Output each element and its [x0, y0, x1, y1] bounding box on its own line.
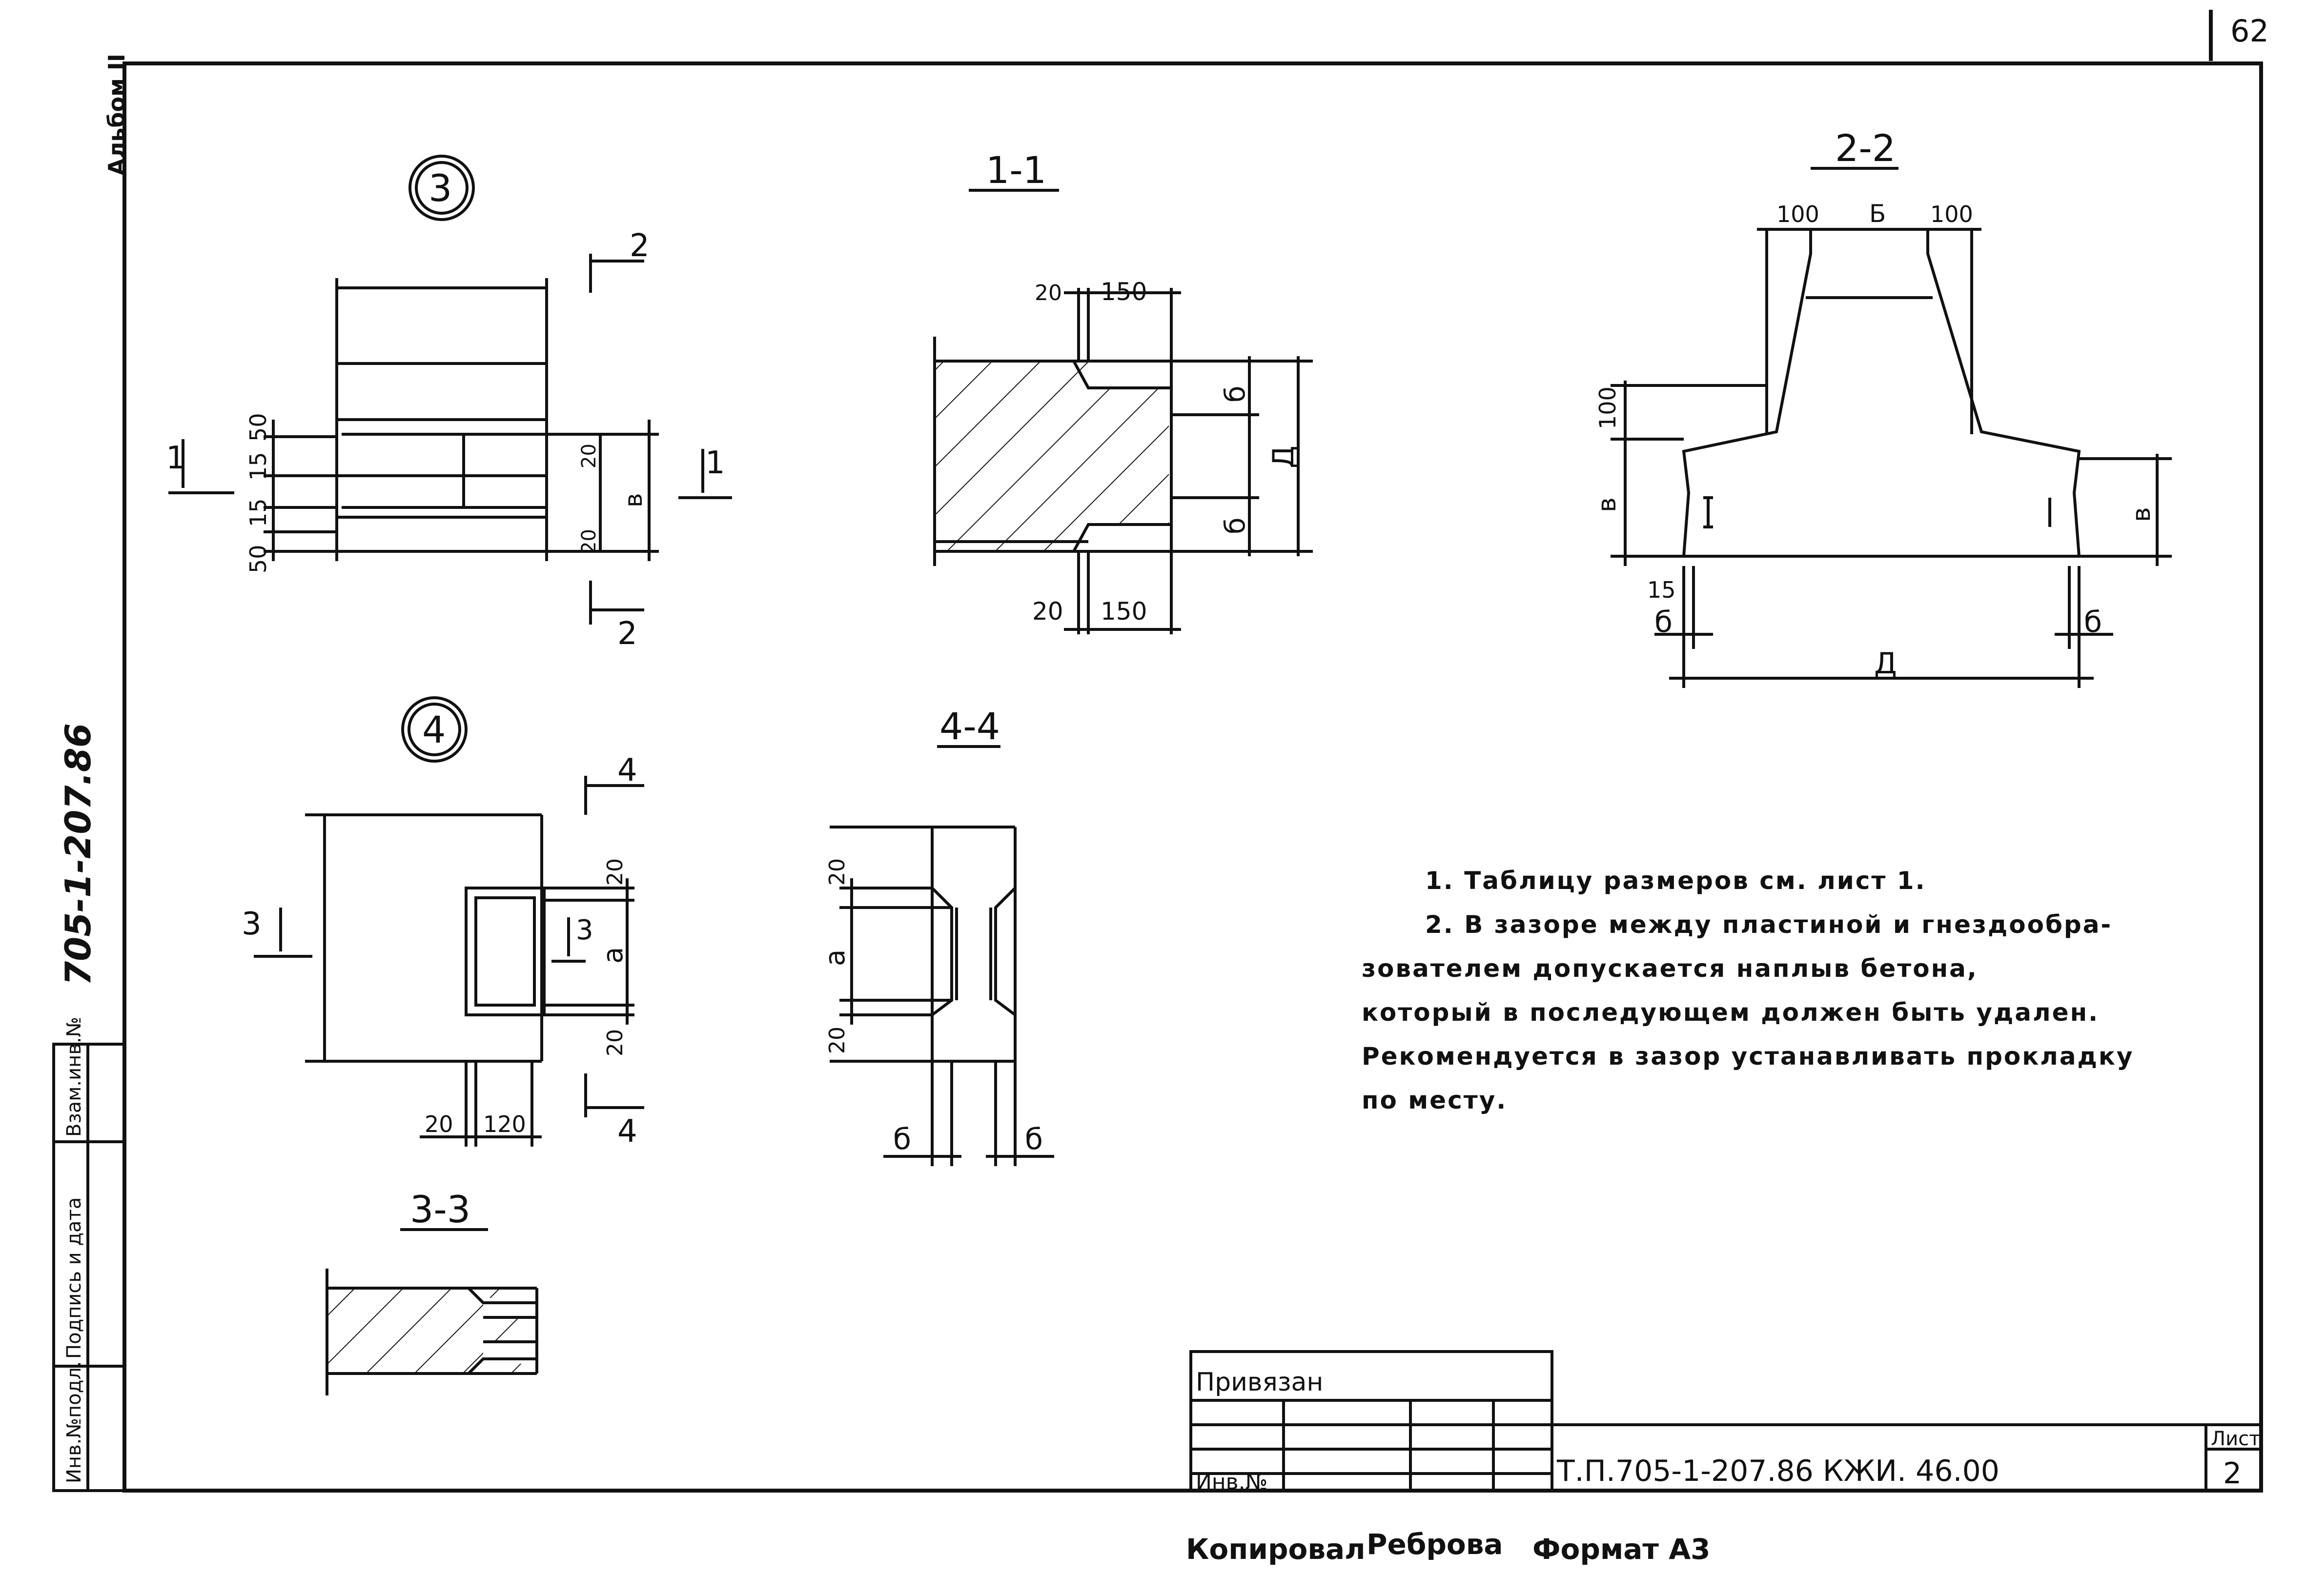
dim-20-4-horizontal: 20	[425, 1111, 453, 1137]
dim-a-4: а	[597, 947, 629, 964]
dim-150-1-1-bottom: 150	[1101, 597, 1147, 626]
note-line-1: 1. Таблицу размеров см. лист 1.	[1425, 867, 1926, 895]
note-line-2: 2. В зазоре между пластиной и гнездообра…	[1425, 910, 2113, 939]
dim-a-4-4: а	[819, 950, 851, 966]
cut-mark-1-left: 1	[166, 440, 186, 476]
note-line-3: зователем допускается наплыв бетона,	[1362, 954, 1978, 983]
dim-20-1-1-top: 20	[1035, 281, 1062, 305]
title-privyazan: Привязан	[1196, 1368, 1323, 1397]
footer-format: Формат А3	[1532, 1533, 1710, 1566]
sheet-number-top: 62	[2230, 13, 2269, 49]
dim-b-2-2-right: б	[2084, 605, 2102, 639]
cut-mark-4-bottom: 4	[617, 1113, 637, 1150]
detail-3-elevation	[168, 155, 732, 625]
detail-4-elevation	[254, 696, 644, 1147]
dim-100-2-2-right: 100	[1930, 201, 1973, 227]
dim-15-2-2: 15	[1647, 577, 1676, 603]
title-inv-no: Инв.№	[1196, 1470, 1267, 1495]
dim-50-top: 50	[245, 413, 271, 442]
cut-mark-2-bottom: 2	[617, 616, 637, 652]
note-line-6: по месту.	[1362, 1086, 1508, 1114]
section-title-2-2: 2-2	[1835, 126, 1896, 170]
dim-15-bottom: 15	[245, 498, 271, 527]
dim-20-right-bottom: 20	[578, 529, 600, 554]
footer-copied-label: Копировал	[1186, 1533, 1366, 1566]
dim-v-2-2-left: в	[1592, 497, 1622, 512]
section-4-4	[830, 745, 1054, 1166]
cut-mark-1-right: 1	[705, 445, 725, 481]
series-side-label: 705-1-207.86	[58, 723, 99, 986]
dim-150-1-1-top: 150	[1101, 278, 1147, 306]
general-notes: 1. Таблицу размеров см. лист 1. 2. В заз…	[1362, 859, 2191, 1122]
dim-120-4: 120	[483, 1111, 526, 1137]
dim-D-2-2: Д	[1874, 646, 1897, 681]
cut-mark-4-top: 4	[617, 752, 637, 788]
strip-inv-podl: Инв.№подл.	[63, 1361, 85, 1483]
dim-v-2-2-right: в	[2127, 507, 2156, 522]
dim-b-1-1-top: б	[1220, 385, 1251, 403]
dim-20-4-bottom: 20	[603, 1029, 628, 1056]
left-stamp-strip	[52, 1043, 126, 1492]
title-block	[1189, 1350, 2261, 1492]
album-label: Альбом II	[103, 54, 130, 176]
dim-50-bottom: 50	[245, 545, 271, 573]
dim-20-4-top: 20	[603, 858, 628, 886]
dim-20-right-top: 20	[578, 444, 600, 468]
dim-20-4-4-top: 20	[825, 858, 850, 886]
section-3-3	[326, 1228, 538, 1395]
section-2-2	[1611, 167, 2172, 688]
strip-vzam-inv: Взам.инв.№	[63, 1017, 85, 1137]
title-list-label: Лист	[2211, 1428, 2260, 1450]
dim-100-2-2-left: 100	[1776, 201, 1819, 227]
dim-20-1-1-bottom: 20	[1032, 597, 1063, 626]
strip-signature-date: Подпись и дата	[63, 1197, 85, 1359]
section-title-4-4: 4-4	[939, 705, 1000, 748]
title-document-code: Т.П.705-1-207.86 КЖИ. 46.00	[1556, 1454, 2000, 1488]
note-line-4: который в последующем должен быть удален…	[1362, 998, 2100, 1027]
section-title-3-3: 3-3	[410, 1188, 470, 1231]
dim-b-4-4-right: б	[1025, 1122, 1043, 1156]
callout-4: 4	[422, 708, 446, 751]
dim-v-detail3: в	[619, 493, 648, 507]
footer-copied-name: Реброва	[1367, 1528, 1503, 1561]
dim-20-4-4-bottom: 20	[825, 1027, 850, 1054]
callout-3: 3	[429, 166, 452, 210]
cut-mark-2-top: 2	[630, 228, 650, 264]
dim-b-2-2-left: б	[1654, 605, 1673, 639]
title-list-number: 2	[2223, 1456, 2242, 1491]
note-line-5: Рекомендуется в зазор устанавливать прок…	[1362, 1042, 2134, 1071]
dim-100-2-2-vertical: 100	[1594, 386, 1621, 429]
dim-D-1-1: Д	[1266, 445, 1301, 468]
dim-b-4-4-left: б	[893, 1122, 911, 1156]
section-1-1	[933, 189, 1313, 634]
cut-mark-3-inner: 3	[576, 914, 593, 946]
dim-15-top: 15	[245, 452, 271, 481]
dim-B-2-2: Б	[1869, 200, 1886, 228]
cut-mark-3-left: 3	[242, 906, 262, 942]
section-title-1-1: 1-1	[986, 148, 1046, 192]
dim-b-1-1-bottom: б	[1220, 517, 1251, 534]
